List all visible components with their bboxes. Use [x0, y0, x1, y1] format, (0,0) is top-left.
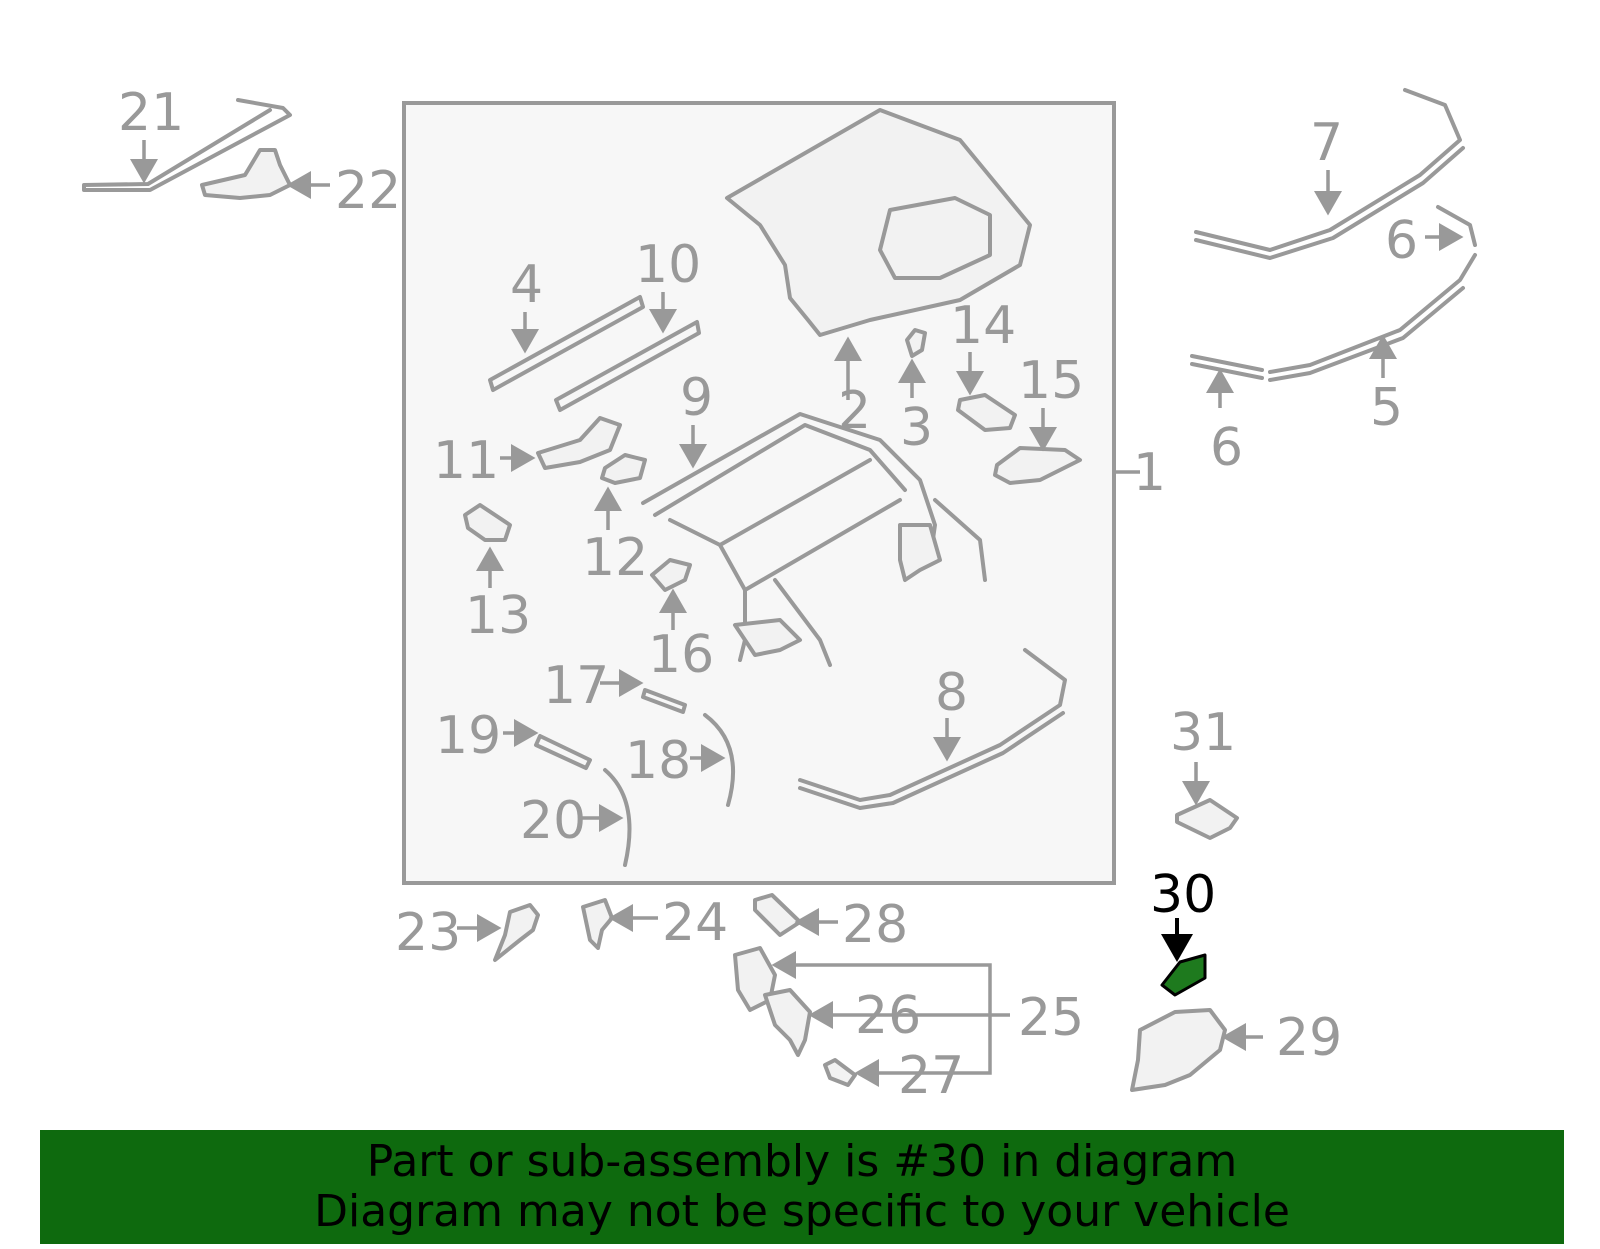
- callout-7: 7: [1310, 113, 1343, 173]
- part-26-drawing: [763, 988, 812, 1057]
- part-3-drawing: [905, 328, 927, 358]
- callout-20: 20: [520, 791, 586, 851]
- callout-18: 18: [625, 731, 691, 791]
- part-20-drawing: [603, 768, 632, 867]
- part-11-drawing: [536, 416, 622, 470]
- part-21-drawing: [82, 98, 292, 192]
- part-24-drawing: [581, 898, 614, 950]
- callout-12-upper: 12: [582, 528, 648, 588]
- callout-8: 8: [935, 663, 968, 723]
- part-13-drawing: [463, 503, 512, 542]
- callout-4: 4: [510, 255, 543, 315]
- callout-2: 2: [838, 381, 871, 441]
- part-27-drawing: [823, 1058, 857, 1087]
- callout-23: 23: [395, 903, 461, 963]
- callout-31: 31: [1170, 703, 1236, 763]
- callout-10: 10: [635, 235, 701, 295]
- callout-17: 17: [543, 656, 609, 716]
- callout-26: 26: [855, 986, 921, 1046]
- callout-1: 1: [1133, 443, 1166, 503]
- banner-line-2: Diagram may not be specific to your vehi…: [314, 1186, 1290, 1237]
- callout-19: 19: [435, 706, 501, 766]
- callout-12-lower: 16: [648, 625, 714, 685]
- callout-11: 11: [433, 431, 499, 491]
- callout-15: 15: [1018, 351, 1084, 411]
- banner-line-1: Part or sub-assembly is #30 in diagram: [366, 1136, 1238, 1187]
- part-31-drawing: [1175, 798, 1239, 840]
- callout-labels: 1 2 3 4 5 6 6 7 8 9 10 11 12 16 13 14 15…: [118, 83, 1418, 1106]
- part-29-drawing: [1130, 1008, 1227, 1092]
- callout-21: 21: [118, 83, 184, 143]
- callout-9: 9: [680, 368, 713, 428]
- callout-27: 27: [898, 1046, 964, 1106]
- callout-5: 5: [1370, 378, 1403, 438]
- part-16-drawing: [650, 558, 692, 592]
- part-30-highlighted-drawing[interactable]: [1160, 953, 1207, 997]
- part-6-upper-drawing: [1436, 205, 1477, 247]
- part-4-drawing: [488, 295, 645, 392]
- part-15-drawing: [993, 446, 1082, 485]
- part-5-drawing: [1268, 253, 1477, 382]
- callout-22: 22: [335, 161, 401, 221]
- callout-6-lower: 6: [1210, 418, 1243, 478]
- leader-lines: [130, 140, 1464, 1087]
- part-22-drawing: [200, 148, 292, 200]
- callout-30-highlighted[interactable]: 30: [1150, 865, 1216, 925]
- callout-14: 14: [950, 296, 1016, 356]
- part-8-drawing: [798, 648, 1067, 810]
- part-6-lower-drawing: [1190, 354, 1264, 380]
- part-18-drawing: [703, 713, 736, 807]
- part-9-drawing: [641, 412, 987, 667]
- info-banner: Part or sub-assembly is #30 in diagram D…: [40, 1130, 1564, 1244]
- part-2-drawing: [725, 108, 1032, 337]
- part-12-upper-drawing: [600, 453, 647, 485]
- callout-3: 3: [900, 398, 933, 458]
- callout-6-upper: 6: [1385, 211, 1418, 271]
- callout-13: 13: [465, 586, 531, 646]
- callout-29: 29: [1276, 1008, 1342, 1068]
- part-10-drawing: [554, 320, 701, 412]
- part-28-drawing: [753, 893, 802, 937]
- callout-25: 25: [1018, 988, 1084, 1048]
- part-17-drawing: [641, 688, 687, 714]
- part-7-drawing: [1194, 88, 1465, 260]
- callout-28: 28: [842, 895, 908, 955]
- part-23-drawing: [493, 903, 540, 962]
- callout-24: 24: [662, 893, 728, 953]
- part-14-drawing: [956, 393, 1017, 432]
